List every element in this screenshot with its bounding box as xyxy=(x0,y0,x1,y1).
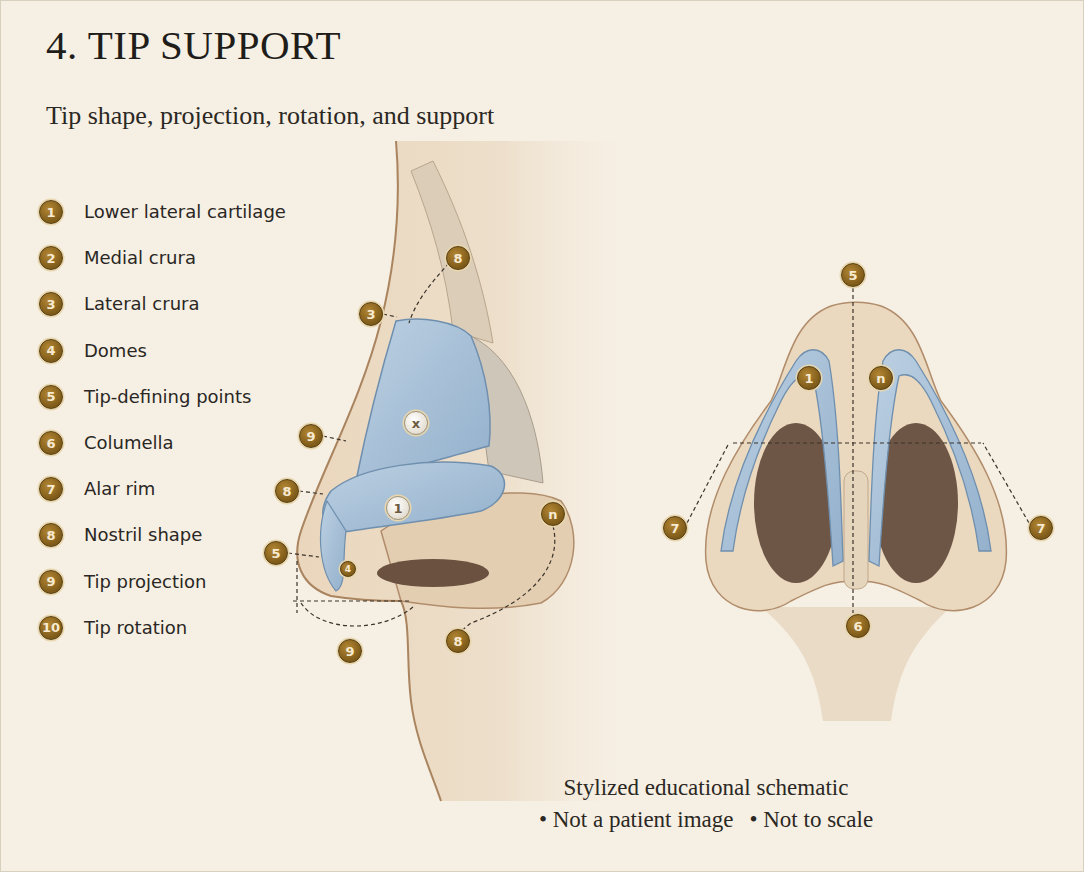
profile-line xyxy=(297,141,441,801)
legend-text: Tip projection xyxy=(84,570,206,594)
legend-number: 2 xyxy=(39,246,63,270)
leader-lines xyxy=(687,288,1029,613)
crus-right xyxy=(869,350,991,566)
callout-number: 8 xyxy=(446,246,470,270)
legend-text: Domes xyxy=(84,339,147,363)
face-skin xyxy=(297,141,641,801)
callout-number: 5 xyxy=(264,541,288,565)
callout-number: 9 xyxy=(338,639,362,663)
callout-number: 4 xyxy=(340,561,356,577)
lower-lateral-cartilage xyxy=(323,462,505,531)
nose-base xyxy=(706,302,1007,610)
callout-number: x xyxy=(404,411,428,435)
leader-lines xyxy=(288,263,555,631)
legend-text: Alar rim xyxy=(84,477,155,501)
callout-number: 5 xyxy=(841,263,865,287)
nostril xyxy=(377,559,489,587)
legend-text: Lower lateral cartilage xyxy=(84,200,286,224)
note: • Not to scale xyxy=(749,807,873,833)
legend-number: 3 xyxy=(39,292,63,316)
legend-number: 10 xyxy=(39,616,63,640)
callout-number: 6 xyxy=(846,614,870,638)
legend-number: 9 xyxy=(39,570,63,594)
nasal-bone xyxy=(411,161,493,343)
legend-number: 1 xyxy=(39,200,63,224)
callout-number: n xyxy=(541,502,565,526)
note-row: • Not a patient image • Not to scale xyxy=(406,807,1006,833)
callout-number: n xyxy=(869,366,893,390)
legend-number: 4 xyxy=(39,339,63,363)
subtitle: Tip shape, projection, rotation, and sup… xyxy=(46,101,494,131)
legend-text: Medial crura xyxy=(84,246,196,270)
lip-skin xyxy=(761,607,951,721)
upper-lateral-cartilage xyxy=(356,319,490,481)
callout-number: 3 xyxy=(359,302,383,326)
legend-text: Nostril shape xyxy=(84,523,202,547)
callout-number: 8 xyxy=(446,629,470,653)
medial-crus xyxy=(321,501,346,591)
base-view xyxy=(687,288,1029,721)
legend-text: Tip rotation xyxy=(84,616,187,640)
legend-text: Columella xyxy=(84,431,174,455)
columella xyxy=(844,471,868,589)
diagram-title: 4. TIP SUPPORT xyxy=(46,21,341,69)
legend-number: 8 xyxy=(39,523,63,547)
callout-number: 1 xyxy=(797,366,821,390)
callout-number: 9 xyxy=(299,424,323,448)
legend-number: 6 xyxy=(39,431,63,455)
legend-number: 5 xyxy=(39,385,63,409)
callout-number: 1 xyxy=(386,496,410,520)
callout-number: 8 xyxy=(275,479,299,503)
caption: Stylized educational schematic xyxy=(406,775,1006,801)
callout-number: 7 xyxy=(1029,516,1053,540)
legend-number: 7 xyxy=(39,477,63,501)
note: • Not a patient image xyxy=(539,807,734,833)
callout-number: 7 xyxy=(663,516,687,540)
side-view xyxy=(288,141,641,801)
crus-left xyxy=(721,350,843,566)
legend-text: Tip-defining points xyxy=(84,385,251,409)
legend-text: Lateral crura xyxy=(84,292,199,316)
